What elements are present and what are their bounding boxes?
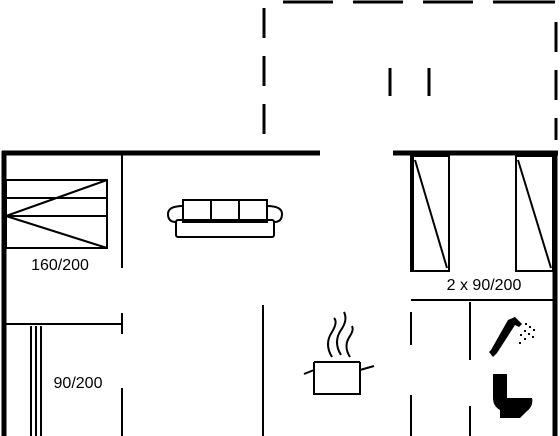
double-bed [5,179,108,249]
twin-beds-size-label: 2 x 90/200 [447,277,522,294]
shower-icon [489,317,535,357]
single-bed [30,326,42,436]
twin-bed-right [515,155,554,272]
twin-bed-left [412,155,450,272]
exterior-walls [1,150,558,436]
toilet-icon [493,374,533,418]
terrace-outline [262,0,558,140]
single-bed-size-label: 90/200 [54,375,103,392]
double-bed-size-label: 160/200 [31,257,89,274]
interior-walls [6,155,553,436]
sofa-icon [166,199,284,238]
cooking-pot-icon [303,311,375,395]
